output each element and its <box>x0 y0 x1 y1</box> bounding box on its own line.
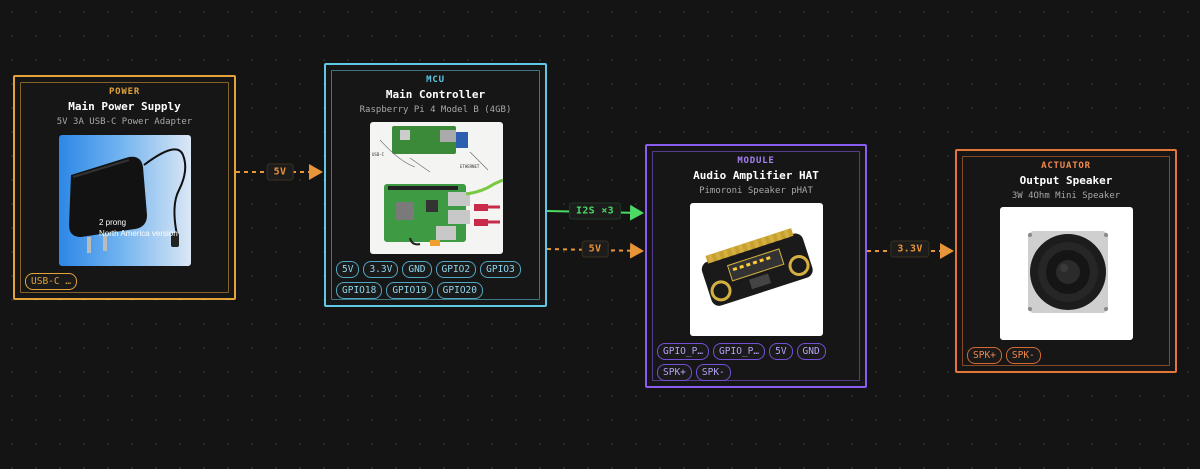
pin-spk-plus[interactable]: SPK+ <box>657 364 692 381</box>
edge-mcu-to-module-i2s[interactable] <box>546 204 644 221</box>
power-adapter-photo: 2 prong North America version <box>59 135 191 266</box>
pin-5v[interactable]: 5V <box>769 343 793 360</box>
speaker-photo <box>1000 207 1133 340</box>
node-title: Main Power Supply <box>68 100 181 113</box>
pin-gpio-p-2[interactable]: GPIO_P… <box>713 343 766 360</box>
pin-gpio3[interactable]: GPIO3 <box>480 261 521 278</box>
pin-5v[interactable]: 5V <box>336 261 360 278</box>
node-category: MODULE <box>737 156 775 166</box>
node-category: ACTUATOR <box>1041 161 1091 171</box>
image-caption-line-1: 2 prong <box>99 218 127 227</box>
svg-text:USB-C: USB-C <box>372 152 385 157</box>
node-power-supply[interactable]: POWER Main Power Supply 5V 3A USB-C Powe… <box>13 75 236 300</box>
edge-label-mcu-module-5v: 5V <box>581 240 609 258</box>
pin-spk-plus[interactable]: SPK+ <box>967 347 1002 364</box>
pin-gpio19[interactable]: GPIO19 <box>386 282 433 299</box>
node-subtitle: 3W 4Ohm Mini Speaker <box>1011 191 1121 201</box>
node-main-controller[interactable]: MCU Main Controller Raspberry Pi 4 Model… <box>324 63 547 307</box>
node-title: Audio Amplifier HAT <box>693 169 819 182</box>
edge-label-module-actuator: 3.3V <box>890 240 930 258</box>
svg-text:ETHERNET: ETHERNET <box>460 164 480 169</box>
node-subtitle: Pimoroni Speaker pHAT <box>699 186 813 196</box>
pin-gnd[interactable]: GND <box>796 343 826 360</box>
pin-list: GPIO_P… GPIO_P… 5V GND SPK+ SPK- <box>657 343 857 381</box>
pin-list: 5V 3.3V GND GPIO2 GPIO3 GPIO18 GPIO19 GP… <box>336 261 541 299</box>
pin-gpio18[interactable]: GPIO18 <box>336 282 383 299</box>
edge-label-mcu-module-i2s: I2S ×3 <box>569 202 621 220</box>
node-category: POWER <box>108 87 141 97</box>
image-caption-line-2: North America version <box>99 229 178 238</box>
pin-spk-minus[interactable]: SPK- <box>1005 347 1041 364</box>
pin-gnd[interactable]: GND <box>402 261 432 278</box>
node-title: Main Controller <box>385 88 486 101</box>
node-audio-amplifier[interactable]: MODULE Audio Amplifier HAT Pimoroni Spea… <box>645 144 867 388</box>
pin-list: USB-C … <box>25 273 225 290</box>
node-subtitle: Raspberry Pi 4 Model B (4GB) <box>359 105 512 115</box>
node-subtitle: 5V 3A USB-C Power Adapter <box>56 117 193 127</box>
pin-usb-c[interactable]: USB-C … <box>25 273 78 290</box>
pin-gpio20[interactable]: GPIO20 <box>436 282 483 299</box>
edge-mcu-to-module-5v[interactable] <box>546 242 644 259</box>
node-category: MCU <box>426 75 445 85</box>
node-title: Output Speaker <box>1019 174 1113 187</box>
edge-label-power-mcu: 5V <box>266 163 294 181</box>
pin-3v3[interactable]: 3.3V <box>363 261 399 278</box>
pin-list: SPK+ SPK- <box>967 347 1167 364</box>
pin-gpio2[interactable]: GPIO2 <box>435 261 477 278</box>
pin-spk-minus[interactable]: SPK- <box>695 364 731 381</box>
raspberry-pi-board-photo: USB-C ETHERNET <box>370 122 503 254</box>
speaker-phat-board-photo <box>690 203 823 336</box>
pin-gpio-p-1[interactable]: GPIO_P… <box>657 343 710 360</box>
node-output-speaker[interactable]: ACTUATOR Output Speaker 3W 4Ohm Mini Spe… <box>955 149 1177 373</box>
